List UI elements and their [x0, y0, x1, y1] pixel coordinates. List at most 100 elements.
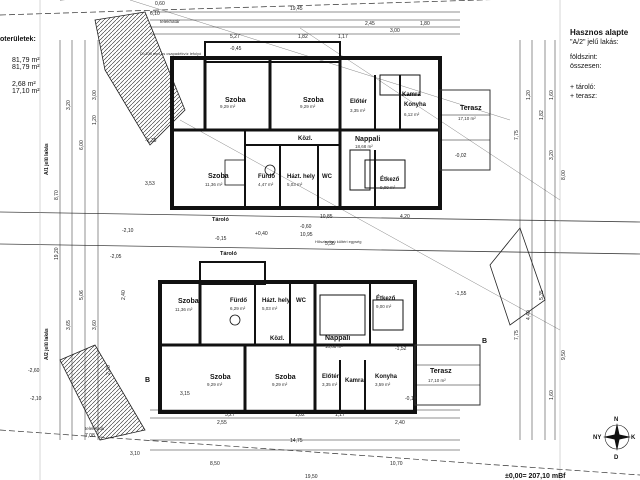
svg-text:1,80: 1,80 — [420, 21, 430, 27]
svg-text:3,20: 3,20 — [66, 100, 72, 110]
svg-text:B: B — [145, 377, 150, 384]
dims-right: 7,75 7,75 1,20 4,40 5,35 1,82 1,60 3,20 … — [514, 90, 567, 400]
svg-text:18,68 m²: 18,68 m² — [325, 344, 343, 349]
area-value: 81,79 m² — [12, 57, 40, 64]
svg-text:3,15: 3,15 — [180, 391, 190, 397]
svg-text:6,12 m²: 6,12 m² — [404, 112, 420, 117]
svg-text:±0,00= 207,10 mBf: ±0,00= 207,10 mBf — [505, 473, 566, 480]
svg-text:5,03 m²: 5,03 m² — [287, 182, 303, 187]
svg-text:-2,05: -2,05 — [110, 254, 122, 260]
svg-text:A/2 jelű lakás: A/2 jelű lakás — [44, 328, 50, 360]
svg-text:3,35 m²: 3,35 m² — [350, 108, 366, 113]
title-main: Hasznos alapte — [570, 28, 629, 37]
svg-text:5,03 m²: 5,03 m² — [262, 306, 278, 311]
room-top-szoba-3: Szoba — [208, 173, 229, 180]
svg-text:1,17: 1,17 — [335, 412, 345, 418]
rooms-bottom: Tároló Szoba 11,36 m² Fürdő 6,29 m² Házt… — [175, 251, 452, 387]
svg-text:-2,10: -2,10 — [122, 228, 134, 234]
room-top-furdo: Fürdő — [258, 174, 275, 180]
room-top-eloter: Előtér — [350, 99, 368, 105]
svg-text:19,45: 19,45 — [290, 6, 303, 12]
svg-text:3,60: 3,60 — [92, 320, 98, 330]
svg-text:18,68 m²: 18,68 m² — [355, 144, 373, 149]
svg-text:3,00: 3,00 — [92, 90, 98, 100]
svg-text:5,35: 5,35 — [539, 290, 545, 300]
svg-text:11,36 m²: 11,36 m² — [175, 307, 193, 312]
room-bottom-kozl: Közl. — [270, 336, 285, 342]
svg-text:19,50: 19,50 — [305, 474, 318, 480]
svg-text:8,00: 8,00 — [561, 170, 567, 180]
svg-text:2,70: 2,70 — [106, 365, 112, 375]
svg-text:14,75: 14,75 — [290, 438, 303, 444]
title-block: Hasznos alapte "A/2" jelű lakás: földszi… — [570, 28, 640, 100]
svg-text:telekhatár: telekhatár — [85, 426, 105, 431]
room-bottom-eloter: Előtér — [322, 374, 340, 380]
svg-text:8,50: 8,50 — [210, 461, 220, 467]
room-bottom-haztartas: Házt. hely — [262, 298, 291, 304]
room-bottom-szoba-2: Szoba — [210, 374, 231, 381]
svg-text:9,29 m²: 9,29 m² — [220, 104, 236, 109]
room-top-kamra: Kamra — [402, 92, 421, 98]
svg-text:-2,10: -2,10 — [30, 396, 42, 402]
rooms-top: Szoba 9,29 m² Szoba 9,29 m² Előtér 3,35 … — [205, 92, 482, 223]
svg-text:telekhatár: telekhatár — [160, 19, 180, 24]
room-top-terasz: Terasz — [460, 105, 482, 112]
room-bottom-terasz: Terasz — [430, 368, 452, 375]
svg-text:1,60: 1,60 — [549, 90, 555, 100]
svg-text:0,60: 0,60 — [155, 1, 165, 7]
svg-text:Hőszivattyú kültéri egység: Hőszivattyú kültéri egység — [315, 239, 361, 244]
svg-text:-0,02: -0,02 — [455, 153, 467, 159]
room-bottom-furdo: Fürdő — [230, 298, 247, 304]
svg-text:-2,60: -2,60 — [28, 368, 40, 374]
room-top-tarolo: Tároló — [212, 217, 229, 223]
svg-text:2,55: 2,55 — [217, 420, 227, 426]
svg-text:9,00 m²: 9,00 m² — [376, 304, 392, 309]
svg-text:2,45: 2,45 — [365, 21, 375, 27]
svg-text:9,29 m²: 9,29 m² — [272, 382, 288, 387]
room-top-haztartas: Házt. hely — [287, 174, 316, 180]
svg-text:2,40: 2,40 — [395, 420, 405, 426]
svg-text:7,75: 7,75 — [514, 130, 520, 140]
svg-text:-0,45: -0,45 — [230, 46, 242, 52]
room-bottom-wc: WC — [296, 298, 307, 304]
svg-text:11,36 m²: 11,36 m² — [205, 182, 223, 187]
room-bottom-nappali: Nappali — [325, 335, 350, 342]
building-a2 — [158, 261, 481, 414]
svg-text:19,20: 19,20 — [54, 247, 60, 260]
svg-text:17,10 m²: 17,10 m² — [458, 116, 476, 121]
room-bottom-kamra: Kamra — [345, 378, 364, 384]
svg-text:4,40: 4,40 — [526, 310, 532, 320]
area-block: oterületek: 81,79 m² 81,79 m² 2,68 m² 17… — [0, 36, 40, 95]
svg-text:3,53: 3,53 — [145, 181, 155, 187]
svg-text:-1,35: -1,35 — [145, 138, 157, 144]
svg-text:9,00 m²: 9,00 m² — [380, 185, 396, 190]
room-top-nappali: Nappali — [355, 136, 380, 143]
area-value: 2,68 m² — [12, 81, 36, 88]
svg-text:6,10: 6,10 — [150, 11, 160, 17]
area-value: 81,79 m² — [12, 64, 40, 71]
svg-text:8,70: 8,70 — [54, 190, 60, 200]
room-bottom-szoba-1: Szoba — [178, 298, 199, 305]
svg-text:3,59 m²: 3,59 m² — [375, 382, 391, 387]
compass-icon: N D K NY — [593, 417, 636, 461]
svg-text:3,10: 3,10 — [130, 451, 140, 457]
room-bottom-szoba-3: Szoba — [275, 374, 296, 381]
svg-text:10,85: 10,85 — [320, 214, 333, 220]
svg-text:3,35 m²: 3,35 m² — [322, 382, 338, 387]
svg-text:1,20: 1,20 — [92, 115, 98, 125]
svg-text:5,06: 5,06 — [79, 290, 85, 300]
room-top-konyha: Konyha — [404, 102, 427, 108]
svg-text:6,00: 6,00 — [79, 140, 85, 150]
svg-text:-1,52: -1,52 — [395, 346, 407, 352]
svg-text:4,47 m²: 4,47 m² — [258, 182, 274, 187]
svg-text:10,95: 10,95 — [300, 232, 313, 238]
plan-labels: A/1 jelű lakás A/2 jelű lakás telekhatár… — [44, 19, 566, 480]
svg-text:1,17: 1,17 — [338, 34, 348, 40]
svg-text:-1,55: -1,55 — [455, 291, 467, 297]
room-bottom-konyha: Konyha — [375, 374, 398, 380]
svg-text:1,60: 1,60 — [549, 390, 555, 400]
svg-text:A/1 jelű lakás: A/1 jelű lakás — [44, 143, 50, 175]
dims-bottom: 14,75 19,50 8,50 10,70 5,27 1,82 1,17 2,… — [85, 391, 405, 480]
dims-top: 19,45 10,95 5,27 1,82 1,17 2,45 1,80 3,0… — [145, 1, 430, 247]
room-top-szoba-1: Szoba — [225, 97, 246, 104]
